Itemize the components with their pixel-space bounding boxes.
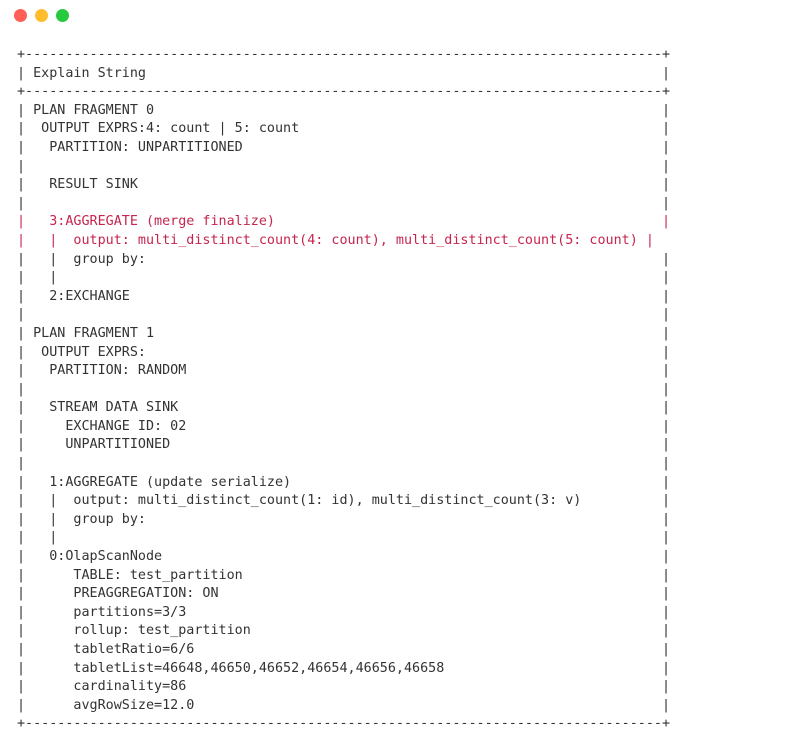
plan-line: | | | (17, 530, 671, 546)
plan-line: | PLAN FRAGMENT 0 | (17, 102, 671, 118)
plan-line: | | (17, 381, 671, 397)
plan-line: +---------------------------------------… (17, 716, 671, 732)
plan-line: | | (17, 195, 671, 211)
plan-line: | | (17, 456, 671, 472)
plan-line: | avgRowSize=12.0 | (17, 697, 671, 713)
plan-line: | partitions=3/3 | (17, 604, 671, 620)
plan-line: | PLAN FRAGMENT 1 | (17, 325, 671, 341)
plan-line: | RESULT SINK | (17, 177, 671, 193)
minimize-icon[interactable] (35, 9, 48, 22)
plan-line: | | output: multi_distinct_count(1: id),… (17, 493, 671, 509)
plan-line: | | (17, 307, 671, 323)
plan-line: | PARTITION: UNPARTITIONED | (17, 139, 671, 155)
plan-line: | | | (17, 270, 671, 286)
plan-line: | OUTPUT EXPRS:4: count | 5: count | (17, 121, 671, 137)
plan-line: | STREAM DATA SINK | (17, 400, 671, 416)
close-icon[interactable] (14, 9, 27, 22)
plan-line: | | (17, 158, 671, 174)
plan-line: | rollup: test_partition | (17, 623, 671, 639)
plan-line: | PREAGGREGATION: ON | (17, 586, 671, 602)
plan-line: | OUTPUT EXPRS: | (17, 344, 671, 360)
plan-line: | TABLE: test_partition | (17, 567, 671, 583)
highlighted-plan-line: | | output: multi_distinct_count(4: coun… (17, 232, 654, 248)
maximize-icon[interactable] (56, 9, 69, 22)
plan-line: | tabletList=46648,46650,46652,46654,466… (17, 660, 671, 676)
highlighted-plan-line: | 3:AGGREGATE (merge finalize) | (17, 214, 671, 230)
plan-line: +---------------------------------------… (17, 47, 671, 62)
plan-line: | tabletRatio=6/6 | (17, 642, 671, 657)
plan-line: | EXCHANGE ID: 02 | (17, 418, 671, 434)
plan-line: | Explain String | (17, 65, 671, 81)
plan-line: | 2:EXCHANGE | (17, 288, 671, 304)
plan-line: | PARTITION: RANDOM | (17, 363, 671, 379)
plan-line: +---------------------------------------… (17, 84, 671, 100)
plan-line: | | group by: | (17, 511, 671, 527)
plan-line: | 1:AGGREGATE (update serialize) | (17, 474, 671, 490)
window-controls (14, 9, 69, 22)
plan-line: | UNPARTITIONED | (17, 437, 671, 453)
plan-line: | | group by: | (17, 251, 671, 267)
explain-output: +---------------------------------------… (17, 46, 670, 734)
plan-line: | cardinality=86 | (17, 679, 671, 695)
plan-line: | 0:OlapScanNode | (17, 549, 671, 565)
